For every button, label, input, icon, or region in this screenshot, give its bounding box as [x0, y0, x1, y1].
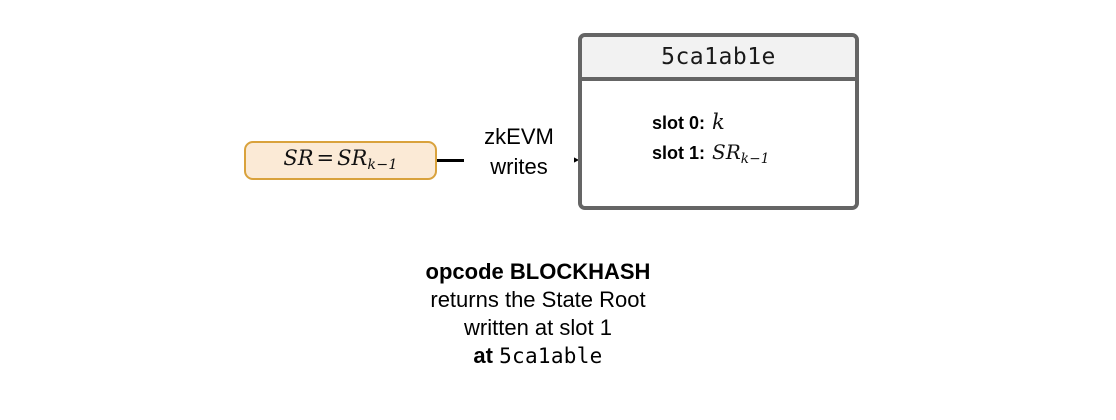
slot-value: k	[712, 110, 725, 134]
storage-slot-row: slot 0: k	[652, 110, 770, 140]
edge-label-line-1: zkEVM	[464, 124, 574, 150]
caption-line-2: returns the State Root	[430, 287, 646, 312]
contract-address-label: 5ca1ab1e	[661, 44, 776, 70]
caption-contract-address: 5ca1able	[499, 344, 603, 368]
caption-at-label: at	[473, 343, 493, 368]
slot-key-label: slot 1:	[652, 143, 706, 163]
storage-slot-row: slot 1: SRk−1	[652, 140, 770, 170]
slot-value: SRk−1	[712, 140, 770, 167]
state-root-expression: SR=SRk−1	[283, 146, 398, 174]
storage-slot-list: slot 0: k slot 1: SRk−1	[652, 110, 770, 170]
slot-key-label: slot 0:	[652, 113, 706, 133]
storage-contract-box: 5ca1ab1e slot 0: k slot 1: SRk−1	[578, 33, 859, 210]
edge-line	[437, 159, 564, 162]
caption-line-3: written at slot 1	[464, 315, 612, 340]
figure-caption: opcode BLOCKHASH returns the State Root …	[288, 258, 788, 370]
storage-body: slot 0: k slot 1: SRk−1	[582, 81, 855, 206]
storage-header: 5ca1ab1e	[582, 37, 855, 81]
caption-line-4: at 5ca1able	[288, 342, 788, 370]
state-root-node: SR=SRk−1	[244, 141, 437, 180]
edge-arrowhead-icon	[558, 149, 579, 171]
caption-line-1: opcode BLOCKHASH	[425, 259, 651, 284]
